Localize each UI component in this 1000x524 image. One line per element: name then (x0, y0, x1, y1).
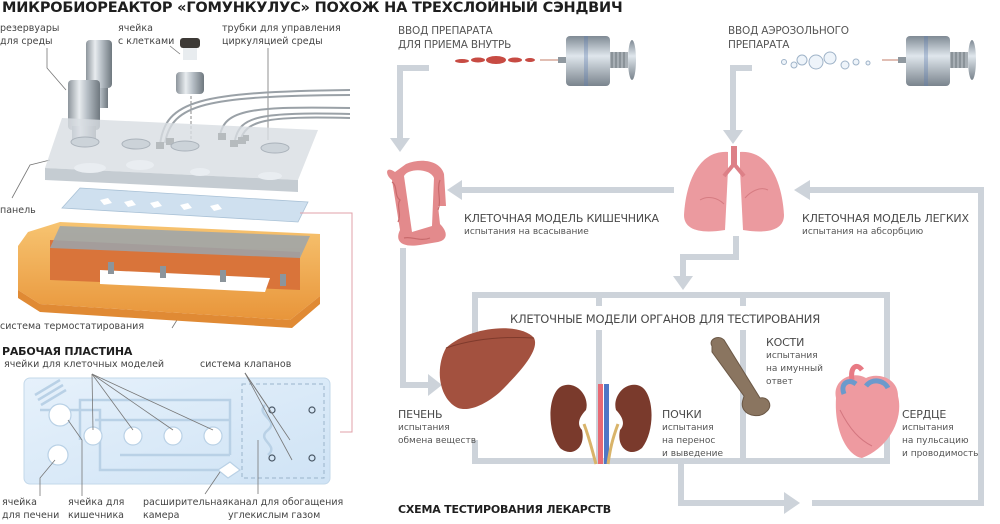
label-line: резервуары (0, 23, 60, 34)
heart-label: СЕРДЦЕ испытания на пульсацию и проводим… (902, 408, 979, 461)
flow-arrow-right (784, 492, 800, 514)
label-thermostat: система термостатирования (0, 321, 145, 332)
label-reservoirs: резервуары для среды (0, 22, 59, 48)
reactor-illustration (11, 38, 353, 433)
thermostat-system (18, 222, 320, 328)
aerosol-bubbles (781, 51, 871, 70)
plate-heading: РАБОЧАЯ ПЛАСТИНА (2, 345, 133, 358)
organ-sub: на имунный (766, 364, 823, 374)
kidneys-label: ПОЧКИ испытания на перенос и выведение (662, 408, 723, 461)
plate-cells (47, 403, 242, 479)
label-line: углекислым газом (228, 510, 321, 521)
label-gut-well: ячейка для кишечника (68, 496, 124, 522)
label-cell-well: ячейка с клетками (118, 22, 174, 48)
label-line: камера (143, 510, 180, 521)
organ-sub: испытания на всасывание (464, 227, 589, 237)
organ-name: СЕРДЦЕ (902, 408, 947, 421)
flow-arrow-down (723, 130, 743, 144)
bone-icon (710, 337, 771, 417)
flow-arrow-down (390, 138, 410, 152)
label-line: ПРЕПАРАТА (728, 39, 790, 51)
scheme-heading: СХЕМА ТЕСТИРОВАНИЯ ЛЕКАРСТВ (398, 503, 611, 516)
flow-arrow-down (673, 276, 693, 290)
liver-label: ПЕЧЕНЬ испытания обмена веществ (398, 408, 476, 448)
organ-sub: испытания (398, 423, 450, 433)
label-tubes: трубки для управления циркуляцией среды (222, 22, 341, 48)
label-line: кишечника (68, 510, 125, 521)
label-line: ячейка для (68, 497, 125, 508)
label-cell-model-wells: ячейки для клеточных моделей (4, 359, 165, 370)
organ-name: КЛЕТОЧНАЯ МОДЕЛЬ КИШЕЧНИКА (464, 212, 659, 225)
transparent-panel (45, 118, 318, 192)
intestine-icon (387, 160, 446, 246)
label-line: с клетками (118, 36, 175, 47)
organ-name: КЛЕТОЧНАЯ МОДЕЛЬ ЛЕГКИХ (802, 212, 969, 225)
flow-arrow-left (794, 180, 810, 200)
label-liver-well: ячейка для печени (2, 496, 59, 522)
label-line: для печени (2, 510, 60, 521)
label-line: для среды (0, 36, 53, 47)
organs-heading: КЛЕТОЧНЫЕ МОДЕЛИ ОРГАНОВ ДЛЯ ТЕСТИРОВАНИ… (510, 312, 821, 326)
page-title: МИКРОБИОРЕАКТОР «ГОМУНКУЛУС» ПОХОЖ НА ТР… (2, 0, 623, 16)
working-plate-illustration (23, 372, 331, 496)
oral-drops (455, 56, 535, 64)
connector-line (300, 212, 353, 433)
lungs-icon (684, 146, 784, 232)
label-line: канал для обогащения (228, 497, 344, 508)
organ-name: ПЕЧЕНЬ (398, 408, 443, 421)
organ-sub: и проводимость (902, 449, 979, 459)
lungs-model-label: КЛЕТОЧНАЯ МОДЕЛЬ ЛЕГКИХ испытания на абс… (802, 212, 969, 239)
liver-icon (439, 328, 536, 410)
organ-sub: испытания (766, 351, 818, 361)
label-line: ячейка (2, 497, 37, 508)
organ-sub: ответ (766, 377, 793, 387)
label-aerosol-input: ВВОД АЭРОЗОЛЬНОГО ПРЕПАРАТА (728, 24, 849, 52)
label-panel: панель (0, 205, 36, 216)
organ-sub: обмена веществ (398, 436, 476, 446)
label-valves: система клапанов (200, 359, 292, 370)
label-expansion-chamber: расширительная камера (143, 496, 228, 522)
gut-model-label: КЛЕТОЧНАЯ МОДЕЛЬ КИШЕЧНИКА испытания на … (464, 212, 659, 239)
flow-arrow-left (447, 180, 462, 200)
organ-sub: испытания на абсорбцию (802, 227, 924, 237)
label-line: ВВОД АЭРОЗОЛЬНОГО (728, 25, 849, 37)
middle-plate (61, 187, 309, 223)
bones-label: КОСТИ испытания на имунный ответ (766, 336, 823, 389)
flow-arrow-right (428, 374, 442, 396)
label-line: ВВОД ПРЕПАРАТА (398, 25, 493, 37)
kidneys-icon (550, 384, 652, 465)
label-line: трубки для управления (222, 23, 341, 34)
organ-name: КОСТИ (766, 336, 805, 349)
organ-sub: на перенос (662, 436, 716, 446)
heart-icon (835, 363, 900, 458)
label-line: циркуляцией среды (222, 36, 323, 47)
label-oral-input: ВВОД ПРЕПАРАТА ДЛЯ ПРИЕМА ВНУТРЬ (398, 24, 511, 52)
organ-sub: испытания (662, 423, 714, 433)
label-co2-channel: канал для обогащения углекислым газом (228, 496, 343, 522)
organ-sub: и выведение (662, 449, 723, 459)
organ-sub: испытания (902, 423, 954, 433)
organ-name: ПОЧКИ (662, 408, 702, 421)
syringe-oral-icon (540, 36, 636, 86)
label-line: расширительная (143, 497, 228, 508)
label-line: ДЛЯ ПРИЕМА ВНУТРЬ (398, 39, 512, 51)
label-line: ячейка (118, 23, 153, 34)
plate-leader-lines (39, 372, 293, 496)
syringe-aerosol-icon (882, 36, 976, 86)
organ-sub: на пульсацию (902, 436, 969, 446)
flow-scheme (390, 65, 984, 514)
